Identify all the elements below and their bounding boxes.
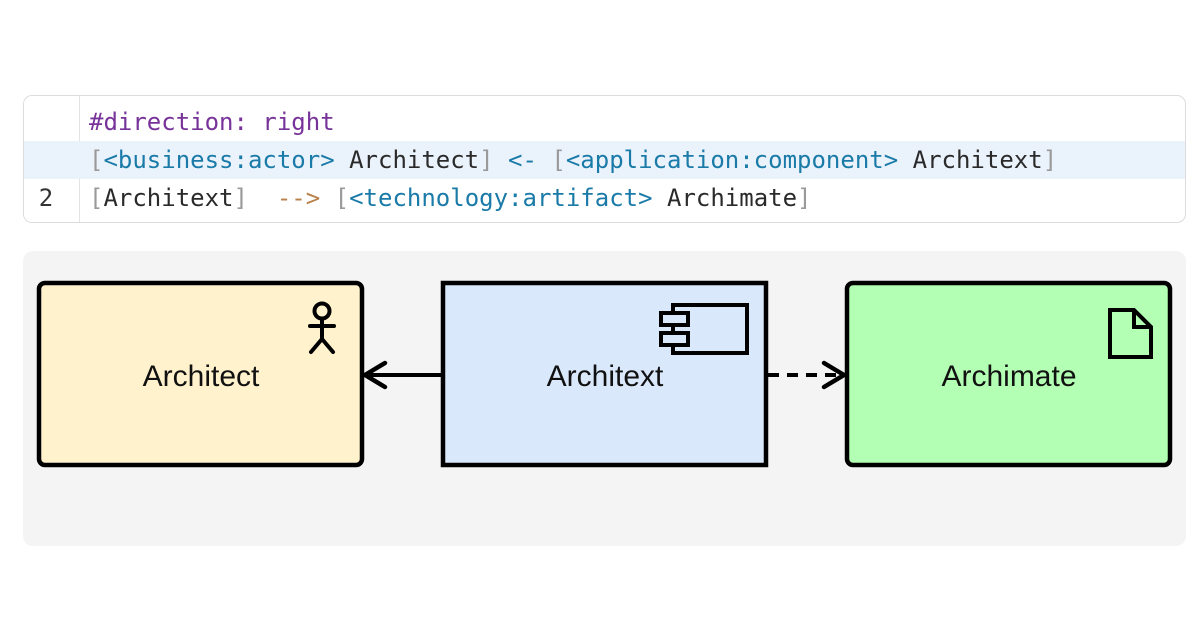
diagram-canvas: Architect Architext Archimate: [23, 251, 1186, 546]
code-line-text: #direction: right: [89, 103, 335, 141]
code-line-text: [Architext] --> [<technology:artifact> A…: [89, 179, 812, 217]
code-line-2[interactable]: 2 [<business:actor> Architect] <- [<appl…: [24, 141, 1185, 212]
code-token-arrowd: -->: [247, 184, 335, 212]
component-icon: [659, 303, 749, 355]
code-editor[interactable]: 1 #direction: right 2 [<business:actor> …: [23, 95, 1186, 223]
code-token-bracket: ]: [797, 184, 812, 212]
node-architect[interactable]: Architect: [36, 280, 365, 468]
node-architext[interactable]: Architext: [440, 280, 769, 468]
code-token-stereo: <business:actor>: [103, 146, 335, 174]
code-token-bracket: ]: [1042, 146, 1058, 174]
edge-architext-to-architect: [362, 360, 443, 390]
node-box: [36, 280, 365, 468]
code-token-name: Architext: [898, 146, 1043, 174]
edge-architext-to-archimate: [768, 360, 847, 390]
node-label: Architect: [143, 360, 260, 393]
node-label: Architext: [547, 360, 664, 393]
code-token-bracket: ]: [233, 184, 248, 212]
code-line-1[interactable]: 1 #direction: right: [24, 103, 1185, 174]
code-token-bracket: [: [334, 184, 350, 212]
code-token-bracket: [: [89, 184, 104, 212]
archimate-diagram: Architect Architext Archimate: [36, 280, 1173, 468]
code-token-stereo: <application:component>: [565, 146, 899, 174]
code-token-bracket: ]: [479, 146, 494, 174]
line-number: 2: [38, 184, 54, 212]
node-archimate[interactable]: Archimate: [844, 280, 1173, 468]
code-token-bracket: [: [89, 146, 104, 174]
code-line-text: [<business:actor> Architect] <- [<applic…: [89, 141, 1057, 179]
code-token-name: Architect: [334, 146, 480, 174]
code-token-dir: #direction: right: [89, 108, 335, 136]
node-box: [440, 280, 769, 468]
code-token-bracket: [: [551, 146, 566, 174]
line-number: 3: [24, 217, 68, 222]
code-token-arrowl: <-: [493, 146, 552, 174]
code-token-name: Archimate: [652, 184, 798, 212]
code-token-stereo: <technology:artifact>: [349, 184, 653, 212]
node-label: Archimate: [941, 360, 1076, 393]
code-token-name: Architext: [103, 184, 234, 212]
code-line-3[interactable]: 3 [Architext] --> [<technology:artifact>…: [24, 179, 1185, 217]
artifact-icon: [1108, 308, 1153, 359]
actor-icon: [308, 301, 336, 354]
node-box: [844, 280, 1173, 468]
